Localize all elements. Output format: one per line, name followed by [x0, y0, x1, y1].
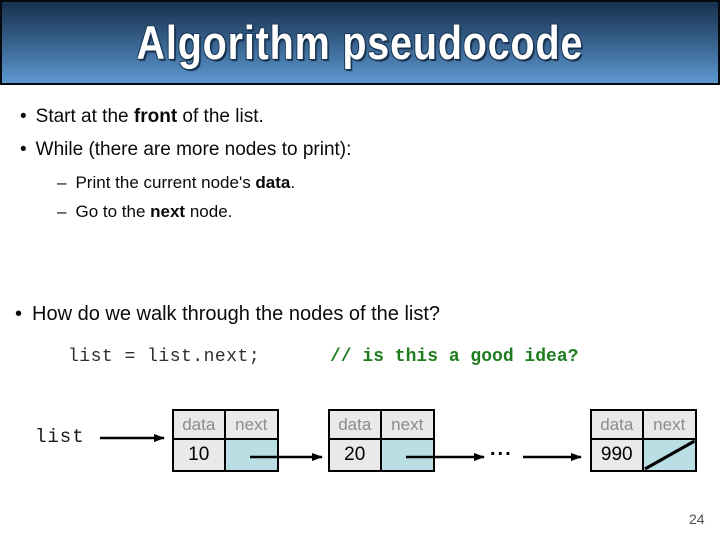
list-node-1: data next 10 — [172, 409, 279, 472]
null-pointer-icon — [643, 440, 695, 470]
bullet-item-walk-question: • How do we walk through the nodes of th… — [15, 303, 440, 326]
bullet-text: While (there are more nodes to print): — [35, 139, 352, 160]
sub-bullet-print-data: – Print the current node's data. — [57, 173, 295, 193]
list-node-last: data next 990 — [590, 409, 697, 472]
bullet-item-while-loop: • While (there are more nodes to print): — [20, 139, 351, 161]
node-next-pointer — [381, 440, 433, 470]
ellipsis: ... — [490, 438, 513, 460]
list-pointer-label: list — [35, 426, 85, 448]
code-statement: list = list.next; — [68, 347, 261, 367]
node-next-pointer — [225, 440, 277, 470]
dash-icon: – — [57, 202, 67, 221]
node-data-value: 990 — [592, 440, 644, 470]
node-data-value: 20 — [330, 440, 382, 470]
title-banner: Algorithm pseudocode — [0, 0, 720, 85]
sub-bullet-go-next: – Go to the next node. — [57, 202, 232, 222]
node-data-header: data — [330, 411, 382, 440]
slide-title: Algorithm pseudocode — [136, 16, 584, 69]
dash-icon: – — [57, 173, 67, 192]
node-next-header: next — [643, 411, 695, 440]
bullet-icon: • — [15, 303, 23, 325]
bullet-icon: • — [20, 106, 27, 127]
page-number: 24 — [689, 511, 705, 527]
node-next-header: next — [381, 411, 433, 440]
node-data-header: data — [592, 411, 644, 440]
node-next-header: next — [225, 411, 277, 440]
list-node-2: data next 20 — [328, 409, 435, 472]
code-comment: // is this a good idea? — [330, 347, 579, 367]
sub-bullet-text: Print the current node's data. — [75, 173, 296, 192]
node-data-value: 10 — [174, 440, 226, 470]
bullet-text: Start at the front of the list. — [35, 106, 264, 127]
node-data-header: data — [174, 411, 226, 440]
node-next-pointer — [643, 440, 695, 470]
sub-bullet-text: Go to the next node. — [75, 202, 233, 221]
bullet-item-start-front: • Start at the front of the list. — [20, 106, 264, 128]
bullet-text: How do we walk through the nodes of the … — [32, 303, 441, 325]
bullet-icon: • — [20, 139, 27, 160]
